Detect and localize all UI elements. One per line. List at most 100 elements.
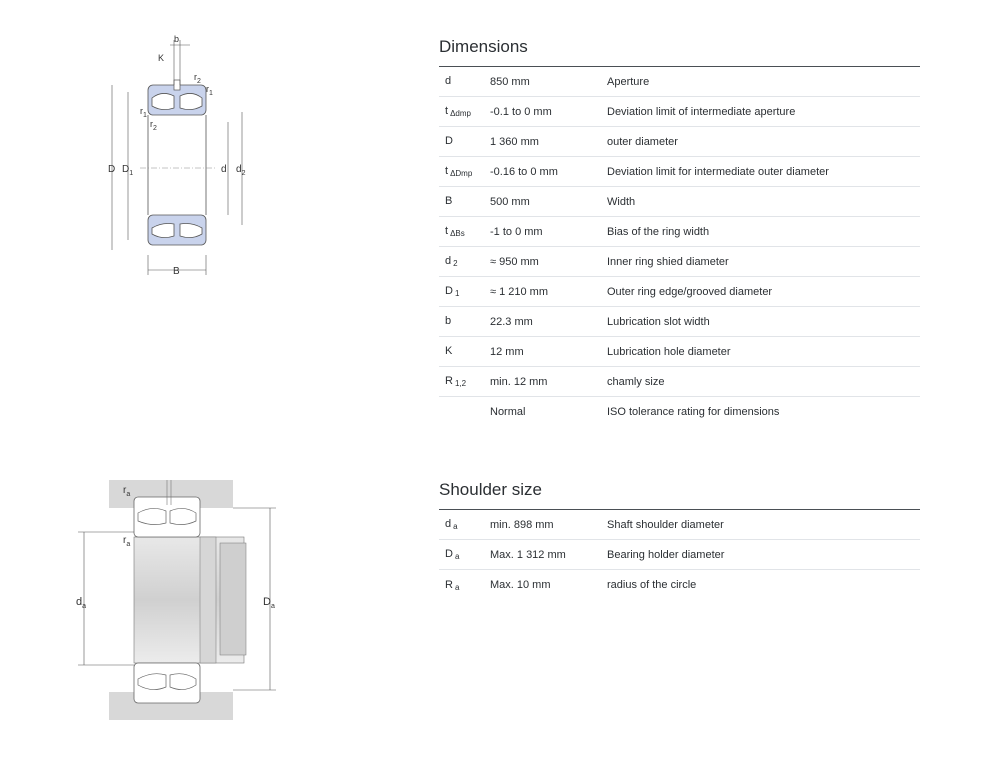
symbol-subscript: a	[454, 582, 460, 592]
table-row: d 850 mm Aperture	[439, 67, 920, 97]
description-cell: Width	[607, 195, 636, 208]
symbol-subscript: a	[454, 552, 460, 561]
symbol-text: d	[445, 75, 452, 87]
value-cell: -1 to 0 mm	[490, 225, 543, 238]
value-cell: 850 mm	[490, 75, 530, 88]
description-cell: Lubrication hole diameter	[607, 345, 731, 358]
label-subscript: a	[82, 603, 86, 610]
symbol-text: B	[445, 195, 453, 207]
label-subscript: a	[271, 603, 275, 610]
description-cell: outer diameter	[607, 135, 678, 148]
symbol-subscript: ΔBs	[450, 229, 465, 238]
symbol-cell: K	[439, 345, 490, 358]
bearing-dimension-diagram: b K r2 r1 r1 r2 D D1 d d2 B	[100, 30, 260, 280]
description-cell: ISO tolerance rating for dimensions	[607, 406, 780, 418]
symbol-text: R	[445, 375, 453, 387]
label-d2: d2	[236, 164, 246, 177]
value-cell: 1 360 mm	[490, 135, 539, 148]
symbol-text: t	[445, 225, 449, 237]
symbol-subscript: Δdmp	[450, 109, 471, 118]
description-cell: Bias of the ring width	[607, 225, 710, 238]
description-cell: Deviation limit for intermediate outer d…	[607, 165, 829, 178]
symbol-text: t	[445, 105, 449, 117]
label-subscript: 1	[129, 170, 133, 177]
label-r1-top: r1	[206, 84, 213, 97]
label-K: K	[158, 53, 164, 63]
value-cell: 22.3 mm	[490, 315, 533, 328]
label-subscript: 2	[153, 125, 157, 132]
label-D: D	[108, 164, 115, 175]
description-cell: radius of the circle	[607, 579, 697, 591]
value-cell: 500 mm	[490, 195, 530, 208]
symbol-subscript: 2	[453, 259, 458, 268]
label-D1: D1	[122, 164, 133, 177]
symbol-text: d	[445, 518, 452, 530]
value-cell: -0.1 to 0 mm	[490, 105, 552, 118]
value-cell: ≈ 1 210 mm	[490, 285, 549, 298]
label-ra-top: ra	[123, 485, 130, 498]
label-subscript: 2	[197, 78, 201, 85]
symbol-cell: D	[439, 135, 490, 148]
value-cell: Max. 1 312 mm	[490, 548, 566, 561]
symbol-subscript: 1	[454, 289, 460, 298]
symbol-subscript: a	[453, 522, 458, 531]
symbol-text: D	[445, 285, 453, 297]
shoulder-heading: Shoulder size	[439, 479, 920, 510]
dimensions-heading: Dimensions	[439, 36, 920, 67]
value-cell: ≈ 950 mm	[490, 255, 539, 268]
description-cell: Shaft shoulder diameter	[607, 518, 724, 531]
description-cell: chamly size	[607, 375, 665, 388]
symbol-cell: b	[439, 315, 490, 328]
description-cell: Aperture	[607, 75, 650, 88]
symbol-subscript: ΔDmp	[450, 169, 473, 178]
symbol-text: D	[445, 135, 453, 147]
label-b: b	[174, 34, 179, 44]
label-d: d	[221, 164, 227, 175]
table-row: Normal ISO tolerance rating for dimension…	[439, 397, 920, 427]
label-subscript: a	[126, 541, 130, 548]
table-row: D 1 360 mm outer diameter	[439, 127, 920, 157]
label-subscript: 1	[209, 90, 213, 97]
description-cell: Inner ring shied diameter	[607, 255, 729, 268]
value-cell: min. 898 mm	[490, 518, 554, 531]
label-subscript: 2	[242, 170, 246, 177]
symbol-text: t	[445, 165, 449, 177]
label-r2-left: r2	[150, 119, 157, 132]
symbol-cell: B	[439, 195, 490, 208]
symbol-text: K	[445, 345, 453, 357]
value-cell: min. 12 mm	[490, 375, 548, 388]
symbol-text: R	[445, 578, 453, 591]
label-ra-inner: ra	[123, 535, 130, 548]
value-cell: Normal	[490, 406, 526, 418]
label-da: da	[76, 596, 86, 610]
label-Da: Da	[263, 596, 275, 610]
symbol-text: d	[445, 255, 452, 267]
description-cell: Lubrication slot width	[607, 315, 710, 328]
shoulder-dimension-diagram: ra ra da Da	[70, 475, 290, 725]
symbol-cell	[439, 406, 490, 419]
table-row: B 500 mm Width	[439, 187, 920, 217]
description-cell: Outer ring edge/grooved diameter	[607, 285, 773, 298]
description-cell: Deviation limit of intermediate aperture	[607, 105, 796, 118]
